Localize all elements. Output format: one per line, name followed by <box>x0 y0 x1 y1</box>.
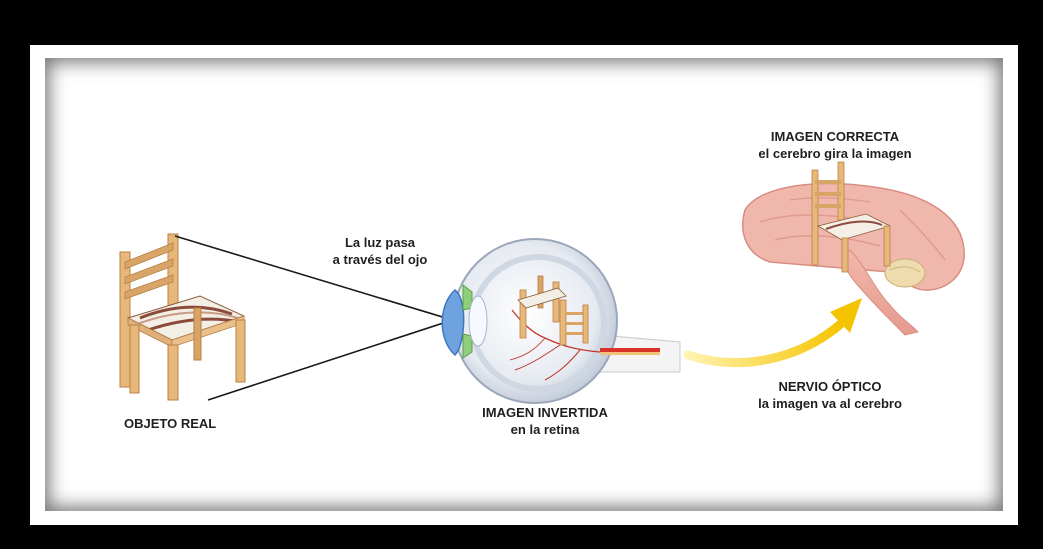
label-imagen-invertida: IMAGEN INVERTIDA en la retina <box>450 404 640 438</box>
eye-diagram <box>442 239 680 403</box>
optic-line-2: la imagen va al cerebro <box>735 395 925 412</box>
correct-line-2: el cerebro gira la imagen <box>735 145 935 162</box>
real-chair <box>120 234 245 400</box>
label-nervio-optico: NERVIO ÓPTICO la imagen va al cerebro <box>735 378 925 412</box>
light-line-2: a través del ojo <box>320 251 440 268</box>
inverted-line-1: IMAGEN INVERTIDA <box>450 404 640 421</box>
light-line-1: La luz pasa <box>320 234 440 251</box>
label-luz-pasa: La luz pasa a través del ojo <box>320 234 440 268</box>
real-object-title: OBJETO REAL <box>124 416 216 431</box>
optic-line-1: NERVIO ÓPTICO <box>735 378 925 395</box>
label-imagen-correcta: IMAGEN CORRECTA el cerebro gira la image… <box>735 128 935 162</box>
signal-arrow <box>688 298 862 363</box>
correct-line-1: IMAGEN CORRECTA <box>735 128 935 145</box>
inverted-line-2: en la retina <box>450 421 640 438</box>
label-objeto-real: OBJETO REAL <box>124 415 216 432</box>
